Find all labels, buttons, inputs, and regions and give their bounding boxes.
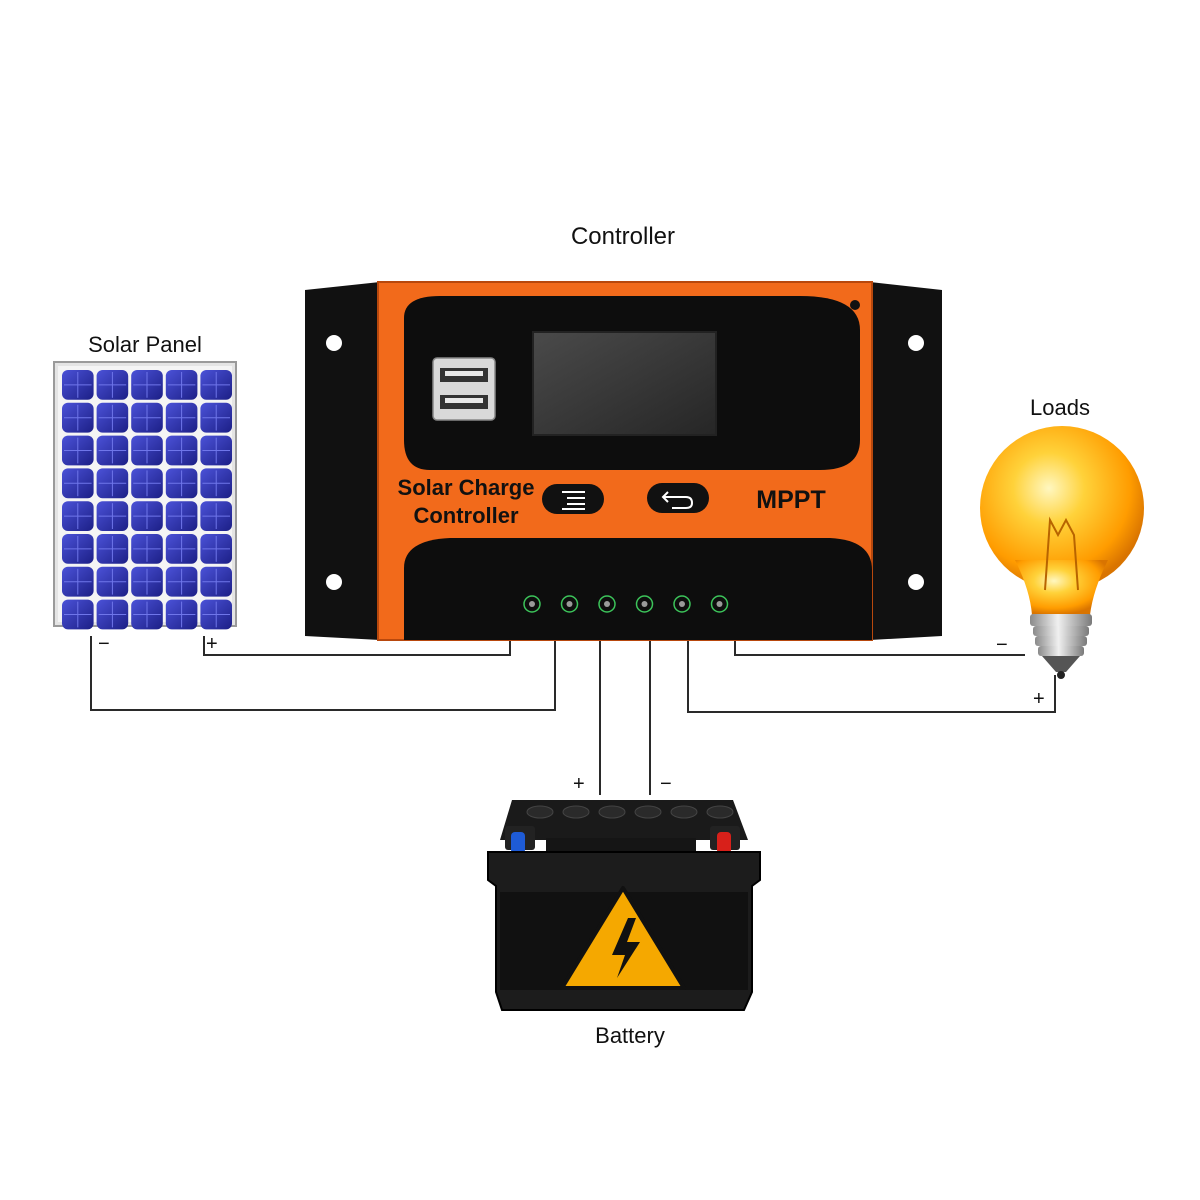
solar-cell bbox=[200, 501, 232, 531]
vent-cap-icon bbox=[635, 806, 661, 818]
solar-cell bbox=[166, 370, 198, 400]
solar-cell bbox=[62, 436, 94, 466]
vent-cap-icon bbox=[599, 806, 625, 818]
solar-cell bbox=[131, 501, 163, 531]
mount-hole-icon bbox=[326, 574, 342, 590]
solar-cell bbox=[131, 403, 163, 433]
panel-negative-sign: − bbox=[98, 633, 110, 655]
usb-port-icon[interactable] bbox=[433, 358, 495, 420]
menu-button[interactable] bbox=[542, 484, 604, 514]
battery-negative-sign: − bbox=[660, 773, 672, 795]
solar-cell bbox=[200, 370, 232, 400]
solar-cell bbox=[166, 436, 198, 466]
solar-charge-controller: Solar Charge Controller MPPT bbox=[305, 282, 942, 640]
panel-positive-sign: + bbox=[206, 633, 218, 655]
solar-cell bbox=[166, 600, 198, 630]
vent-cap-icon bbox=[563, 806, 589, 818]
solar-cell bbox=[200, 403, 232, 433]
vent-cap-icon bbox=[707, 806, 733, 818]
loads-label: Loads bbox=[1030, 395, 1090, 420]
solar-cell bbox=[62, 468, 94, 498]
load-negative-sign: − bbox=[996, 634, 1008, 656]
wiring bbox=[91, 636, 1055, 795]
solar-cell bbox=[62, 370, 94, 400]
solar-cell bbox=[200, 534, 232, 564]
solar-cell bbox=[97, 370, 129, 400]
solar-cell bbox=[97, 534, 129, 564]
solar-cell bbox=[62, 567, 94, 597]
solar-cell bbox=[131, 567, 163, 597]
solar-cell bbox=[97, 567, 129, 597]
solar-cell bbox=[166, 534, 198, 564]
battery bbox=[488, 800, 760, 1010]
load-positive-sign: + bbox=[1033, 688, 1045, 710]
solar-panel-label: Solar Panel bbox=[88, 332, 202, 357]
solar-panel bbox=[54, 362, 236, 629]
solar-cell bbox=[97, 436, 129, 466]
solar-cell bbox=[131, 370, 163, 400]
back-button[interactable] bbox=[647, 483, 709, 513]
battery-positive-sign: + bbox=[573, 773, 585, 795]
solar-cell bbox=[200, 567, 232, 597]
vent-cap-icon bbox=[671, 806, 697, 818]
solar-cell bbox=[166, 567, 198, 597]
battery-positive-terminal bbox=[710, 826, 740, 854]
controller-label: Controller bbox=[571, 223, 675, 250]
mount-hole-icon bbox=[326, 335, 342, 351]
solar-cell bbox=[131, 534, 163, 564]
wire-load-negative bbox=[735, 640, 1025, 655]
mount-hole-icon bbox=[908, 335, 924, 351]
solar-cell bbox=[97, 600, 129, 630]
solar-cell bbox=[131, 436, 163, 466]
solar-cell bbox=[131, 600, 163, 630]
solar-cell bbox=[62, 534, 94, 564]
battery-negative-terminal bbox=[505, 826, 535, 854]
battery-label: Battery bbox=[595, 1023, 665, 1048]
lcd-screen bbox=[533, 332, 716, 435]
solar-cell bbox=[200, 600, 232, 630]
solar-cell bbox=[62, 501, 94, 531]
vent-cap-icon bbox=[527, 806, 553, 818]
mount-hole-icon bbox=[908, 574, 924, 590]
solar-cell bbox=[200, 468, 232, 498]
solar-cell bbox=[97, 501, 129, 531]
mppt-label: MPPT bbox=[756, 486, 825, 514]
solar-cell bbox=[166, 501, 198, 531]
solar-cell bbox=[97, 403, 129, 433]
controller-title-line1: Solar Charge bbox=[398, 475, 535, 500]
solar-cell bbox=[62, 403, 94, 433]
solar-cell bbox=[166, 403, 198, 433]
solar-cell bbox=[166, 468, 198, 498]
wire-panel-negative bbox=[91, 636, 555, 710]
solar-cell bbox=[131, 468, 163, 498]
solar-cell bbox=[62, 600, 94, 630]
solar-cell bbox=[200, 436, 232, 466]
controller-title-line2: Controller bbox=[413, 503, 519, 528]
solar-cell bbox=[97, 468, 129, 498]
